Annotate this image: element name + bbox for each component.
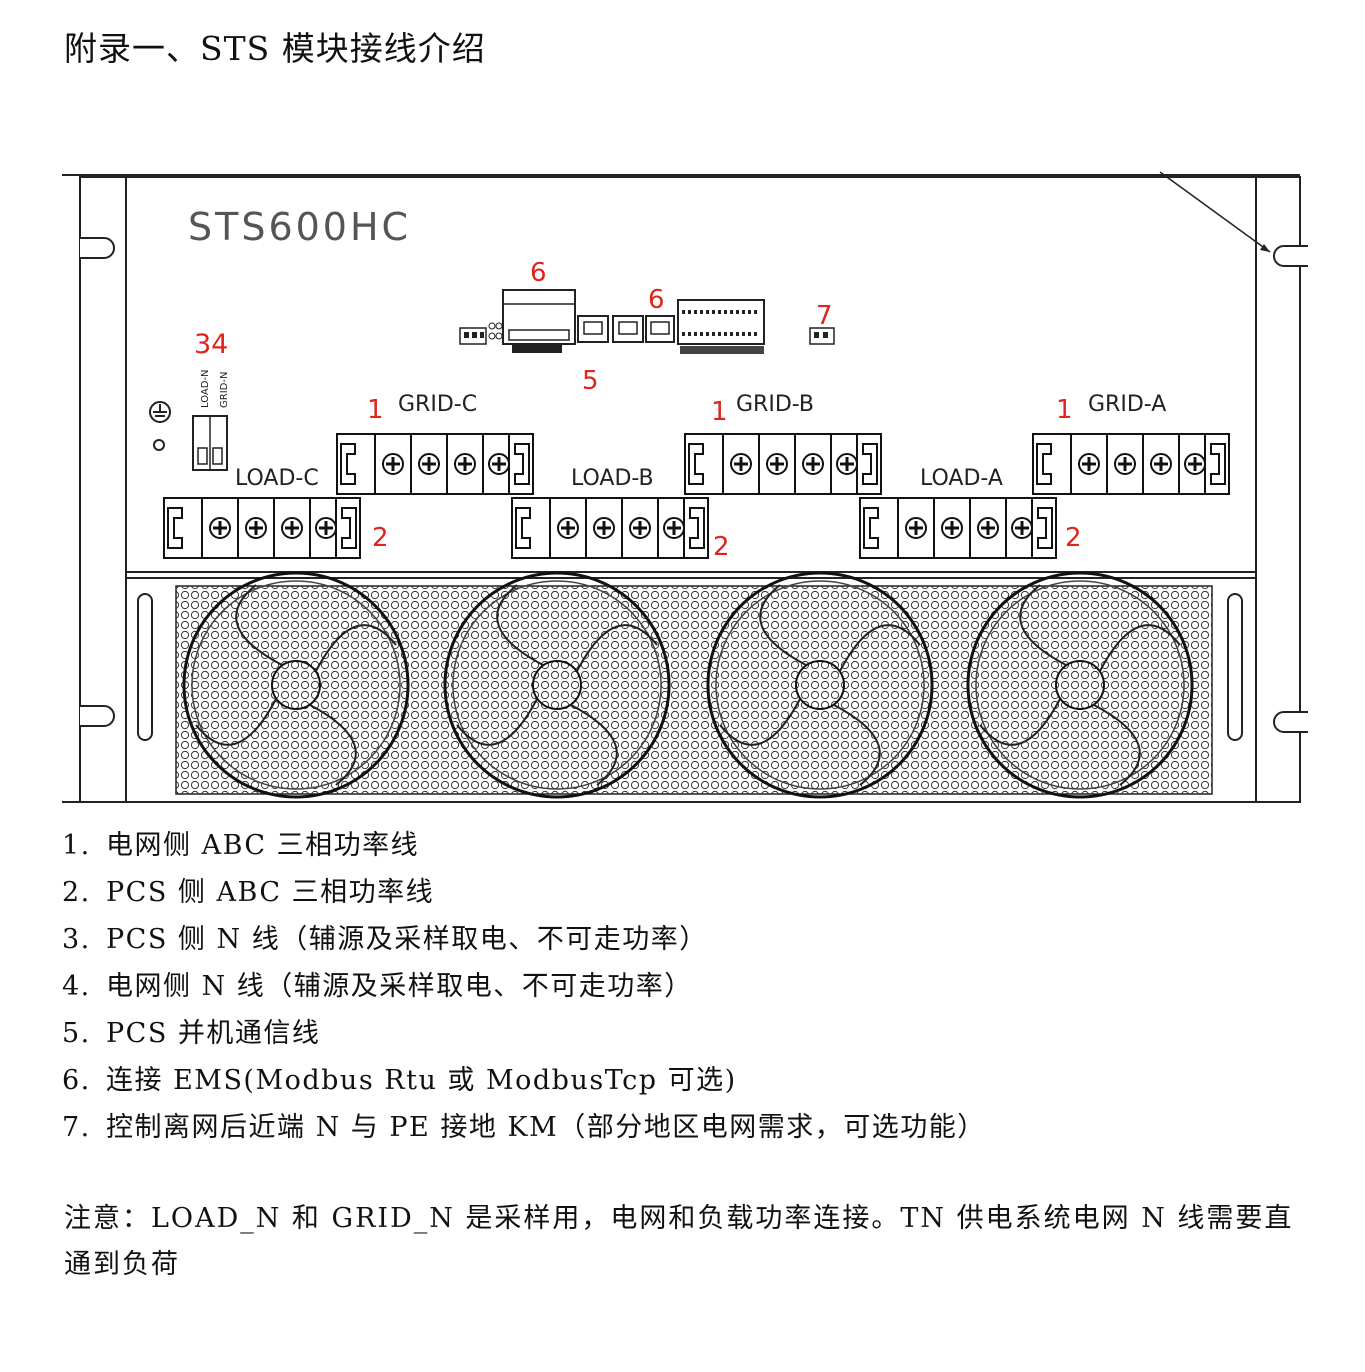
list-item: 2.PCS 侧 ABC 三相功率线 [62, 877, 435, 908]
callout-6-right: 6 [648, 285, 665, 315]
load-c-label: LOAD-C [235, 466, 319, 491]
grid-n-label: GRID-N [219, 372, 230, 408]
callout-2-load-a: 2 [1065, 523, 1082, 553]
grid-c-label: GRID-C [398, 392, 477, 417]
note-paragraph: 注意：LOAD_N 和 GRID_N 是采样用，电网和负载功率连接。TN 供电系… [64, 1203, 1294, 1280]
fan-grille [137, 571, 1243, 799]
grid-a-terminal [1033, 434, 1229, 494]
callout-2-load-b: 2 [713, 532, 730, 562]
sts-module-diagram: STS600HC LOAD-N GRID-N 34 [0, 150, 1365, 820]
grid-c-terminal [337, 434, 533, 494]
grid-b-terminal [685, 434, 881, 494]
load-n-label: LOAD-N [200, 369, 211, 408]
callout-1-grid-a: 1 [1056, 395, 1073, 425]
callout-5: 5 [582, 366, 599, 396]
list-item: 7.控制离网后近端 N 与 PE 接地 KM（部分地区电网需求，可选功能） [62, 1112, 986, 1143]
callout-34: 34 [194, 329, 228, 360]
callout-1-grid-c: 1 [367, 395, 384, 425]
list-item: 1.电网侧 ABC 三相功率线 [62, 830, 420, 861]
callout-7: 7 [816, 301, 833, 331]
grid-a-label: GRID-A [1088, 392, 1166, 417]
callout-1-grid-b: 1 [711, 397, 728, 427]
load-c-terminal [164, 498, 360, 558]
list-item: 6.连接 EMS(Modbus Rtu 或 ModbusTcp 可选) [62, 1065, 737, 1096]
wiring-legend-list: 1.电网侧 ABC 三相功率线 2.PCS 侧 ABC 三相功率线 3.PCS … [62, 822, 986, 1151]
page-title: 附录一、STS 模块接线介绍 [64, 29, 486, 68]
load-b-terminal [512, 498, 708, 558]
n-terminal [192, 415, 228, 471]
model-label: STS600HC [188, 205, 411, 249]
list-item: 4.电网侧 N 线（辅源及采样取电、不可走功率） [62, 971, 693, 1002]
grid-b-label: GRID-B [736, 392, 814, 417]
load-b-label: LOAD-B [571, 466, 654, 491]
load-a-terminal [860, 498, 1056, 558]
comm-panel [459, 289, 835, 354]
list-item: 5.PCS 并机通信线 [62, 1018, 321, 1049]
callout-6-top: 6 [530, 258, 547, 288]
load-a-label: LOAD-A [920, 466, 1003, 491]
list-item: 3.PCS 侧 N 线（辅源及采样取电、不可走功率） [62, 924, 708, 955]
callout-2-load-c: 2 [372, 523, 389, 553]
ground-icon [149, 401, 171, 451]
